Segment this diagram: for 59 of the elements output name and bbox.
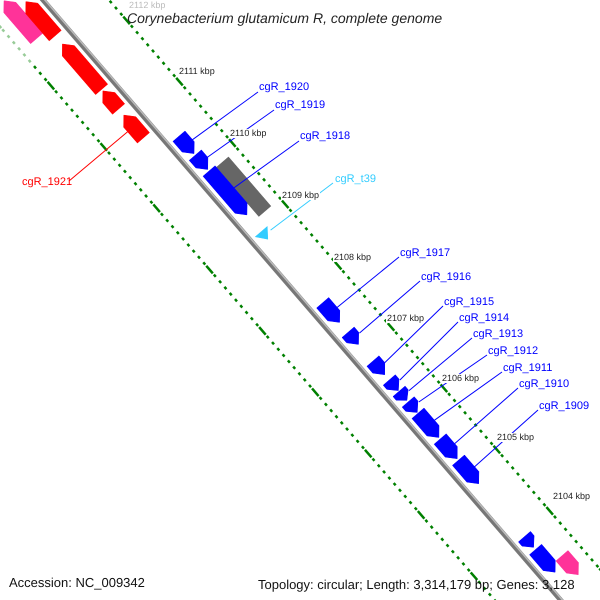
- gene-label: cgR_1912: [488, 346, 538, 357]
- gene-bar: [216, 156, 272, 217]
- gene-feature: [62, 44, 108, 95]
- gene-feature: [366, 356, 386, 375]
- leader-line: [408, 338, 472, 392]
- scale-label: 2107 kbp: [386, 314, 426, 323]
- leader-line: [474, 410, 538, 468]
- leader-line: [270, 182, 334, 231]
- gene-feature: [254, 226, 268, 240]
- leader-line: [384, 306, 444, 364]
- gene-feature: [412, 408, 440, 438]
- scale-label: 2104 kbp: [552, 492, 592, 501]
- gene-feature: [123, 114, 150, 144]
- gene-feature: [172, 130, 194, 154]
- gene-label: cgR_1919: [275, 100, 326, 111]
- gene-label: cgR_1917: [400, 248, 450, 259]
- gene-feature: [518, 531, 534, 548]
- gene-feature: [382, 374, 400, 391]
- gene-label: cgR_1918: [300, 131, 350, 142]
- scale-label: 2105 kbp: [496, 433, 536, 442]
- leader-line: [68, 131, 128, 182]
- gene-label: cgR_1914: [459, 313, 510, 324]
- leader-line: [399, 322, 458, 380]
- gene-feature: [25, 1, 62, 42]
- gene-feature: [434, 434, 458, 459]
- gene-feature: [316, 297, 340, 323]
- accession-text: Accession: NC_009342: [9, 576, 145, 589]
- gene-feature: [452, 454, 480, 484]
- gene-feature: [392, 386, 408, 401]
- gene-feature: [402, 396, 418, 413]
- gene-feature: [188, 150, 208, 170]
- gene-feature: [4, 0, 43, 44]
- gene-label: cgR_1909: [539, 401, 590, 412]
- gene-feature: [529, 544, 556, 572]
- gene-label: cgR_1920: [259, 82, 310, 93]
- leader-line: [454, 388, 518, 444]
- scale-label: 2110 kbp: [229, 129, 268, 138]
- gene-label: cgR_1910: [519, 379, 570, 390]
- gene-feature: [102, 90, 125, 115]
- gene-label: cgR_1911: [503, 363, 552, 374]
- leader-line: [234, 140, 300, 188]
- genome-title: Corynebacterium glutamicum R, complete genome: [127, 11, 442, 25]
- gene-label: cgR_1916: [421, 272, 472, 283]
- leader-line: [434, 372, 502, 421]
- scale-label: 2106 kbp: [441, 374, 480, 383]
- gene-feature: [556, 550, 579, 575]
- scale-label: 2109 kbp: [281, 191, 320, 200]
- gene-label: cgR_1913: [473, 329, 524, 340]
- gene-label: cgR_1915: [444, 297, 494, 308]
- leader-line: [358, 280, 420, 334]
- leader-line: [336, 256, 400, 308]
- gene-label: cgR_t39: [335, 174, 376, 185]
- scale-label: 2108 kbp: [333, 253, 372, 262]
- scale-label: 2111 kbp: [178, 67, 216, 76]
- gene-feature: [202, 166, 248, 216]
- leader-line: [192, 92, 258, 140]
- scale-label: 2112 kbp: [128, 1, 166, 10]
- gene-feature: [342, 326, 359, 345]
- gene-label: cgR_1921: [22, 177, 72, 188]
